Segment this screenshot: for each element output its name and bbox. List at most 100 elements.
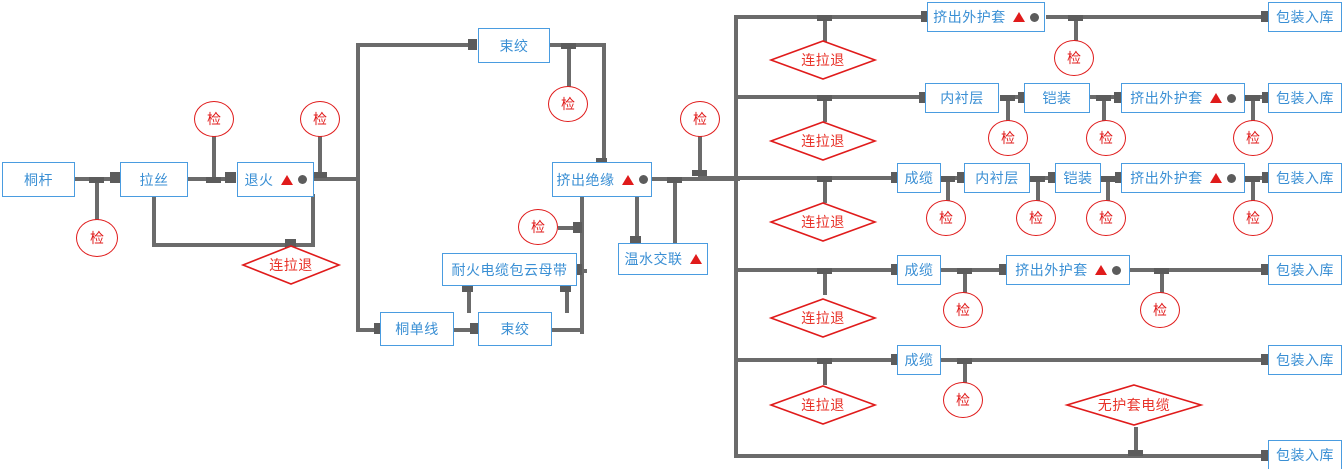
node-bao-zhuang-ru-ku[interactable]: 包装入库: [1268, 2, 1342, 32]
decision-label: 连拉退: [801, 397, 845, 413]
inspection-node[interactable]: 检: [943, 292, 983, 328]
node-markers: [1209, 93, 1236, 103]
connector-tee: [957, 358, 972, 364]
node-label: 包装入库: [1276, 352, 1334, 368]
inspection-node[interactable]: 检: [1054, 40, 1094, 76]
connector-tee: [817, 268, 832, 274]
node-markers: [1094, 265, 1121, 275]
decision-lian-la-tui[interactable]: 连拉退: [768, 202, 878, 242]
node-shu-jiao-top[interactable]: 束绞: [478, 28, 550, 63]
connector: [1130, 268, 1268, 272]
connector: [946, 179, 950, 203]
connector: [567, 46, 571, 90]
inspection-node[interactable]: 检: [1086, 120, 1126, 156]
node-nei-chen-ceng[interactable]: 内衬层: [925, 83, 999, 113]
decision-lian-la-tui[interactable]: 连拉退: [240, 245, 342, 285]
connector: [673, 180, 677, 250]
node-bao-zhuang-ru-ku[interactable]: 包装入库: [1268, 255, 1342, 285]
node-ji-chu-wai-hu-tao[interactable]: 挤出外护套: [1121, 163, 1245, 193]
node-kai-zhuang[interactable]: 铠装: [1055, 163, 1101, 193]
node-ji-chu-wai-hu-tao[interactable]: 挤出外护套: [1006, 255, 1130, 285]
inspection-node[interactable]: 检: [76, 219, 118, 257]
node-cheng-lan[interactable]: 成缆: [897, 255, 941, 285]
node-nai-huo-yun-mu[interactable]: 耐火电缆包云母带: [442, 253, 577, 286]
decision-label: 连拉退: [801, 310, 845, 326]
node-wen-shui-jiao-lian[interactable]: 温水交联: [618, 243, 708, 275]
node-ji-chu-wai-hu-tao[interactable]: 挤出外护套: [927, 2, 1045, 32]
node-cheng-lan[interactable]: 成缆: [897, 163, 941, 193]
connector-arrow: [999, 264, 1008, 275]
inspection-node[interactable]: 检: [518, 209, 558, 245]
connector: [940, 268, 1006, 272]
connector-arrow: [573, 222, 582, 233]
connector-tee: [692, 170, 707, 176]
node-ji-chu-wai-hu-tao[interactable]: 挤出外护套: [1121, 83, 1245, 113]
connector-tee: [1068, 15, 1083, 21]
node-tui-huo[interactable]: 退火: [237, 162, 314, 197]
connector: [212, 128, 216, 178]
node-la-si[interactable]: 拉丝: [120, 162, 188, 197]
connector: [1006, 98, 1010, 122]
connector: [1251, 179, 1255, 203]
node-ji-chu-jue-yuan[interactable]: 挤出绝缘: [552, 162, 652, 197]
inspection-node[interactable]: 检: [300, 101, 340, 137]
node-cheng-lan[interactable]: 成缆: [897, 345, 941, 375]
inspection-node[interactable]: 检: [680, 101, 720, 137]
node-tong-dan-xian[interactable]: 桐单线: [380, 312, 454, 346]
connector: [734, 454, 1268, 458]
node-markers: [280, 174, 307, 185]
decision-lian-la-tui[interactable]: 连拉退: [768, 121, 878, 161]
decision-label: 连拉退: [269, 257, 313, 273]
node-label: 耐火电缆包云母带: [451, 261, 568, 278]
node-tong-gan[interactable]: 桐杆: [2, 162, 75, 197]
decision-wu-hu-tao-dian-lan[interactable]: 无护套电缆: [1064, 384, 1204, 426]
decision-lian-la-tui[interactable]: 连拉退: [768, 385, 878, 425]
connector: [1251, 98, 1255, 122]
connector: [356, 328, 378, 332]
node-bao-zhuang-ru-ku[interactable]: 包装入库: [1268, 83, 1342, 113]
inspection-node[interactable]: 检: [1140, 292, 1180, 328]
inspection-node[interactable]: 检: [1233, 120, 1273, 156]
inspection-node[interactable]: 检: [1086, 200, 1126, 236]
connector-tee: [940, 176, 955, 182]
connector-arrow: [1262, 92, 1271, 103]
diamond-shape-icon: [240, 245, 342, 285]
inspection-label: 检: [956, 302, 970, 318]
inspection-node[interactable]: 检: [194, 101, 234, 137]
connector: [650, 177, 740, 181]
connector-tee: [1030, 176, 1045, 182]
decision-lian-la-tui[interactable]: 连拉退: [768, 40, 878, 80]
diamond-shape-icon: [768, 40, 878, 80]
node-shu-jiao-bottom[interactable]: 束绞: [478, 312, 552, 346]
node-label: 包装入库: [1276, 170, 1334, 186]
inspection-node[interactable]: 检: [926, 200, 966, 236]
node-bao-zhuang-ru-ku[interactable]: 包装入库: [1268, 440, 1342, 469]
diamond-shape-icon: [768, 121, 878, 161]
node-label: 桐杆: [24, 171, 53, 188]
connector: [734, 268, 898, 272]
node-bao-zhuang-ru-ku[interactable]: 包装入库: [1268, 345, 1342, 375]
node-label: 挤出外护套: [1130, 90, 1203, 106]
inspection-node[interactable]: 检: [1016, 200, 1056, 236]
node-nei-chen-ceng[interactable]: 内衬层: [964, 163, 1030, 193]
node-markers: [1012, 12, 1039, 22]
inspection-node[interactable]: 检: [1233, 200, 1273, 236]
connector-tee: [206, 177, 221, 183]
connector-node: [225, 172, 236, 183]
node-markers: [621, 174, 648, 185]
connector: [550, 43, 606, 47]
connector: [963, 271, 967, 295]
node-bao-zhuang-ru-ku[interactable]: 包装入库: [1268, 163, 1342, 193]
decision-lian-la-tui[interactable]: 连拉退: [768, 298, 878, 338]
inspection-node[interactable]: 检: [943, 382, 983, 418]
node-kai-zhuang[interactable]: 铠装: [1024, 83, 1090, 113]
connector: [580, 194, 584, 334]
inspection-node[interactable]: 检: [988, 120, 1028, 156]
inspection-node[interactable]: 检: [548, 86, 588, 122]
connector-tee: [817, 358, 832, 364]
connector-arrow: [921, 11, 930, 22]
node-label: 内衬层: [975, 170, 1019, 186]
connector-tee: [817, 95, 832, 101]
connector: [963, 361, 967, 385]
